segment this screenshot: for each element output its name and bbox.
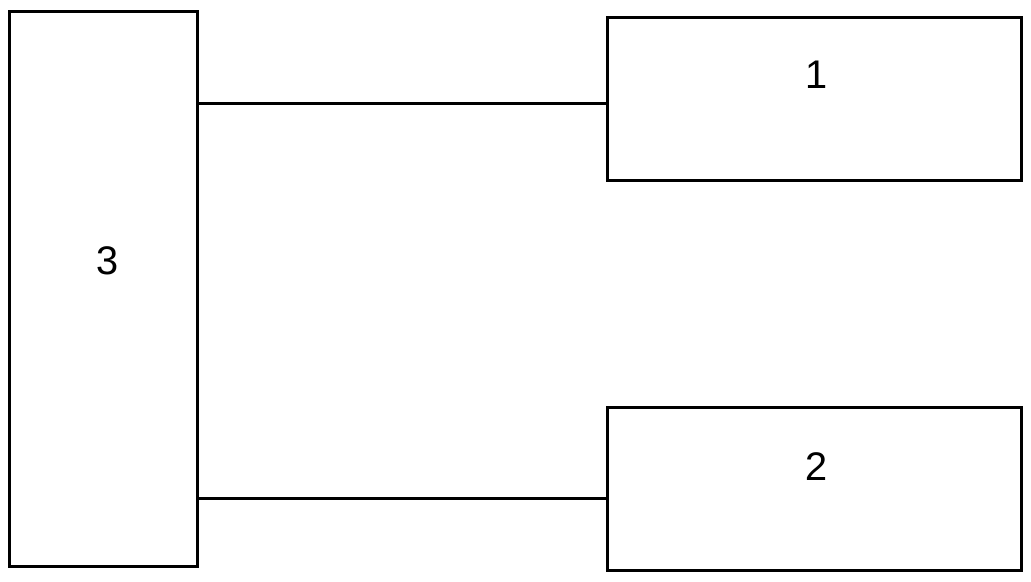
block-2-label: 2 bbox=[805, 447, 827, 487]
block-2: 2 bbox=[606, 406, 1023, 572]
connector-line-3-to-1 bbox=[196, 102, 608, 105]
block-3: 3 bbox=[8, 10, 199, 568]
block-3-label: 3 bbox=[96, 241, 118, 281]
connector-line-3-to-2 bbox=[196, 497, 608, 500]
block-1-label: 1 bbox=[805, 55, 827, 95]
block-1: 1 bbox=[606, 16, 1023, 182]
